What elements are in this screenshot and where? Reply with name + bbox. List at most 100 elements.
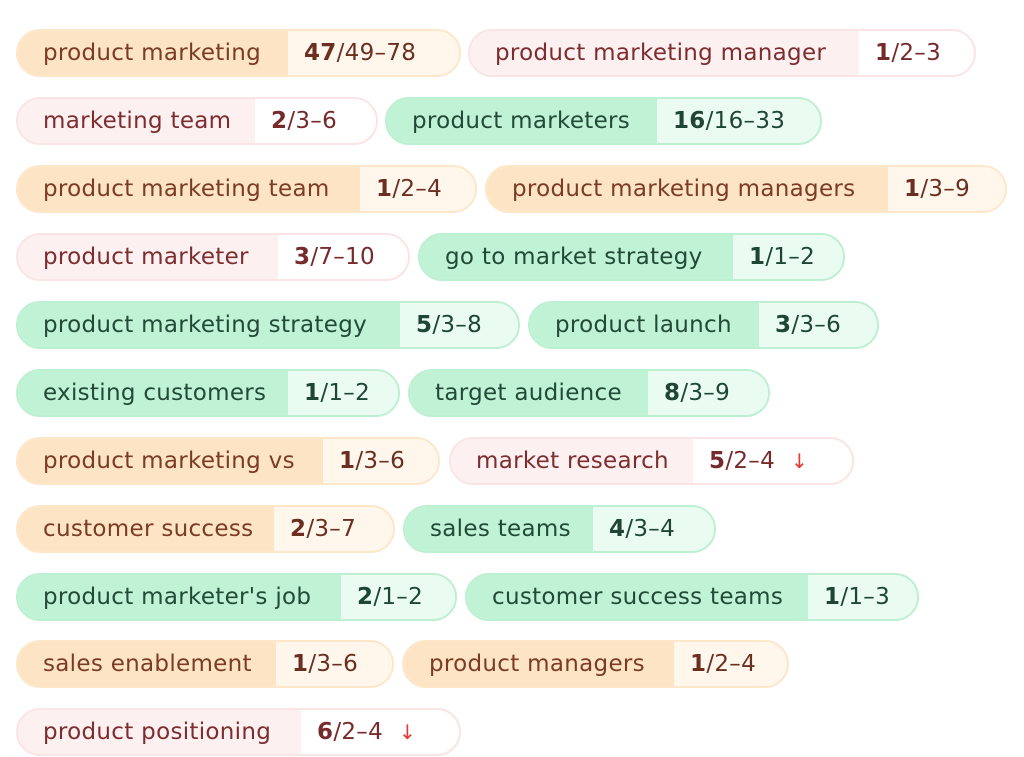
- keyword-tag[interactable]: product marketing managers 1/3–9: [485, 165, 1007, 213]
- keyword-label: product marketing team: [18, 167, 360, 211]
- keyword-tag[interactable]: existing customers 1/1–2: [16, 369, 400, 417]
- keyword-label: marketing team: [18, 99, 255, 143]
- keyword-label: product marketing managers: [487, 167, 888, 211]
- keyword-count: 1/1–2: [733, 235, 843, 279]
- keyword-count-range: /7–10: [310, 244, 375, 270]
- keyword-label: go to market strategy: [420, 235, 733, 279]
- keyword-tag[interactable]: sales enablement 1/3–6: [16, 640, 394, 688]
- down-arrow-icon: ↓: [791, 449, 809, 473]
- keyword-count-value: 1: [875, 40, 892, 66]
- keyword-count-value: 47: [304, 40, 337, 66]
- keyword-label: product marketers: [387, 99, 657, 143]
- keyword-count: 1/2–4: [360, 167, 475, 211]
- keyword-count: 2/3–7: [274, 507, 393, 551]
- keyword-tag[interactable]: customer success 2/3–7: [16, 505, 395, 553]
- keyword-count: 1/3–6: [276, 642, 392, 686]
- keyword-count-range: /2–4: [392, 176, 443, 202]
- keyword-tag[interactable]: customer success teams 1/1–3: [465, 573, 919, 621]
- keyword-count: 1/2–3: [859, 31, 974, 75]
- keyword-count-range: /2–4: [706, 651, 757, 677]
- keyword-count-value: 1: [292, 651, 309, 677]
- keyword-tag[interactable]: product marketing vs 1/3–6: [16, 437, 440, 485]
- keyword-tag[interactable]: product marketer 3/7–10: [16, 233, 410, 281]
- keyword-count: 1/2–4: [674, 642, 787, 686]
- keyword-label: product marketing strategy: [18, 303, 400, 347]
- keyword-label: customer success: [18, 507, 274, 551]
- keyword-count-range: /3–6: [308, 651, 359, 677]
- keyword-tag[interactable]: product marketer's job 2/1–2: [16, 573, 457, 621]
- keyword-count-value: 1: [376, 176, 393, 202]
- keyword-tag[interactable]: product positioning 6/2–4↓: [16, 708, 461, 756]
- keyword-count: 3/7–10: [278, 235, 408, 279]
- keyword-tag[interactable]: market research 5/2–4↓: [449, 437, 854, 485]
- keyword-tag[interactable]: sales teams 4/3–4: [403, 505, 716, 553]
- keyword-tag[interactable]: product managers 1/2–4: [402, 640, 789, 688]
- keyword-label: product marketer: [18, 235, 278, 279]
- keyword-count-value: 1: [304, 380, 321, 406]
- keyword-count-value: 2: [271, 108, 288, 134]
- keyword-count-range: /2–4: [333, 719, 384, 745]
- keyword-count-range: /3–8: [432, 312, 483, 338]
- keyword-count: 4/3–4: [593, 507, 714, 551]
- keyword-count-range: /3–9: [680, 380, 731, 406]
- keyword-label: product marketing: [18, 31, 288, 75]
- keyword-count-range: /3–6: [355, 448, 406, 474]
- keyword-label: product launch: [530, 303, 759, 347]
- keyword-count: 1/1–2: [288, 371, 398, 415]
- keyword-count: 1/3–9: [888, 167, 1005, 211]
- keyword-label: sales teams: [405, 507, 593, 551]
- keyword-count: 2/3–6: [255, 99, 376, 143]
- keyword-label: product managers: [404, 642, 674, 686]
- keyword-count-value: 16: [673, 108, 706, 134]
- keyword-count-range: /3–6: [287, 108, 338, 134]
- keyword-count-value: 8: [664, 380, 681, 406]
- keyword-count-value: 6: [317, 719, 334, 745]
- keyword-count-range: /1–3: [840, 584, 891, 610]
- keyword-count-value: 1: [824, 584, 841, 610]
- keyword-count-value: 4: [609, 516, 626, 542]
- keyword-count-range: /2–4: [725, 448, 776, 474]
- keyword-count: 47/49–78: [288, 31, 459, 75]
- keyword-count-value: 3: [294, 244, 311, 270]
- keyword-label: product marketer's job: [18, 575, 341, 619]
- keyword-count-value: 5: [709, 448, 726, 474]
- keyword-count-range: /3–4: [625, 516, 676, 542]
- keyword-label: sales enablement: [18, 642, 276, 686]
- keyword-count-value: 5: [416, 312, 433, 338]
- keyword-count: 1/3–6: [323, 439, 438, 483]
- keyword-label: customer success teams: [467, 575, 808, 619]
- keyword-count: 8/3–9: [648, 371, 768, 415]
- keyword-label: target audience: [410, 371, 648, 415]
- keyword-count: 5/2–4 ↓: [693, 439, 852, 483]
- keyword-count-value: 2: [357, 584, 374, 610]
- keyword-count-range: /16–33: [705, 108, 786, 134]
- keyword-tag[interactable]: product marketing team 1/2–4: [16, 165, 477, 213]
- keyword-count-range: /1–2: [320, 380, 371, 406]
- keyword-label: existing customers: [18, 371, 288, 415]
- keyword-count: 6/2–4 ↓: [301, 710, 459, 754]
- keyword-count-value: 3: [775, 312, 792, 338]
- keyword-tag[interactable]: target audience 8/3–9: [408, 369, 770, 417]
- keyword-tag[interactable]: go to market strategy 1/1–2: [418, 233, 845, 281]
- keyword-count-value: 1: [749, 244, 766, 270]
- down-arrow-icon: ↓: [399, 720, 417, 744]
- keyword-tag[interactable]: product launch 3/3–6: [528, 301, 879, 349]
- keyword-count-value: 2: [290, 516, 307, 542]
- keyword-count: 2/1–2: [341, 575, 455, 619]
- keyword-count: 3/3–6: [759, 303, 877, 347]
- keyword-count-range: /3–9: [920, 176, 971, 202]
- keyword-tag[interactable]: product marketing 47/49–78: [16, 29, 461, 77]
- keyword-tag[interactable]: product marketers 16/16–33: [385, 97, 822, 145]
- keyword-count-value: 1: [690, 651, 707, 677]
- keyword-tag[interactable]: product marketing manager 1/2–3: [468, 29, 976, 77]
- keyword-count-range: /2–3: [891, 40, 942, 66]
- keyword-count-range: /1–2: [373, 584, 424, 610]
- keyword-tag[interactable]: product marketing strategy 5/3–8: [16, 301, 520, 349]
- keyword-count-range: /3–7: [306, 516, 357, 542]
- keyword-count-value: 1: [339, 448, 356, 474]
- keyword-tag[interactable]: marketing team 2/3–6: [16, 97, 378, 145]
- keyword-count-range: /49–78: [336, 40, 417, 66]
- keyword-count-range: /3–6: [791, 312, 842, 338]
- keyword-count: 1/1–3: [808, 575, 917, 619]
